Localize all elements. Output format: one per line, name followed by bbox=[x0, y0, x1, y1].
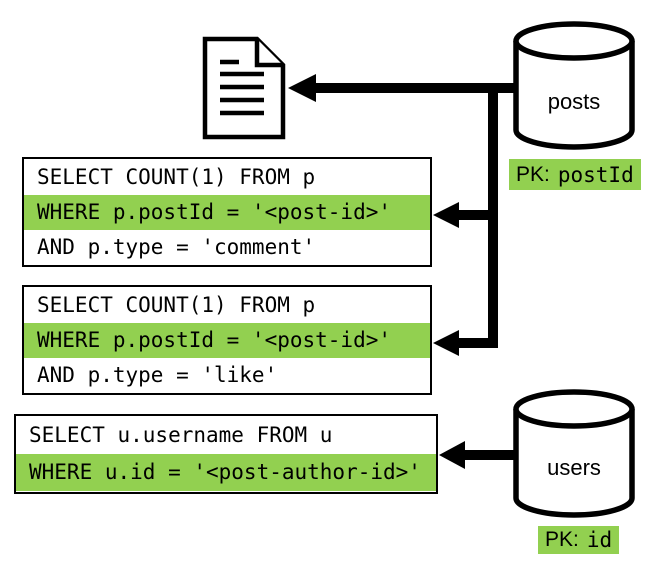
query-box-author-username: SELECT u.username FROM u WHERE u.id = '<… bbox=[14, 414, 438, 494]
users-database-icon bbox=[513, 389, 635, 518]
query-line-highlighted: WHERE p.postId = '<post-id>' bbox=[24, 195, 430, 230]
arrow-posts-to-like-query bbox=[433, 330, 498, 356]
users-pk-badge: PK: id bbox=[538, 526, 620, 554]
document-icon bbox=[202, 36, 286, 140]
users-database-label: users bbox=[547, 455, 601, 480]
pk-label: PK: bbox=[545, 528, 579, 551]
query-line-highlighted: WHERE u.id = '<post-author-id>' bbox=[16, 454, 436, 491]
posts-database-label: posts bbox=[547, 89, 601, 114]
posts-pk-badge: PK: postId bbox=[509, 159, 641, 190]
posts-database-icon bbox=[513, 21, 635, 150]
arrowhead-icon bbox=[433, 330, 459, 356]
pk-label: PK: bbox=[516, 162, 550, 186]
arrow-users-to-author-query bbox=[439, 441, 514, 469]
arrowhead-icon bbox=[433, 202, 459, 228]
query-line: AND p.type = 'like' bbox=[37, 363, 278, 387]
arrowhead-icon bbox=[288, 74, 316, 102]
query-line: SELECT u.username FROM u bbox=[29, 423, 333, 447]
query-line: SELECT COUNT(1) FROM p bbox=[37, 293, 316, 317]
query-box-comment-count: SELECT COUNT(1) FROM p WHERE p.postId = … bbox=[22, 157, 432, 267]
arrowhead-icon bbox=[439, 441, 465, 469]
query-line: AND p.type = 'comment' bbox=[37, 235, 316, 259]
pk-value: id bbox=[586, 528, 613, 552]
arrow-posts-to-comment-query bbox=[433, 202, 498, 228]
query-box-like-count: SELECT COUNT(1) FROM p WHERE p.postId = … bbox=[22, 285, 432, 395]
query-line-highlighted: WHERE p.postId = '<post-id>' bbox=[24, 323, 430, 358]
pk-value: postId bbox=[557, 162, 634, 187]
arrow-posts-to-document bbox=[288, 74, 514, 102]
query-line: SELECT COUNT(1) FROM p bbox=[37, 165, 316, 189]
